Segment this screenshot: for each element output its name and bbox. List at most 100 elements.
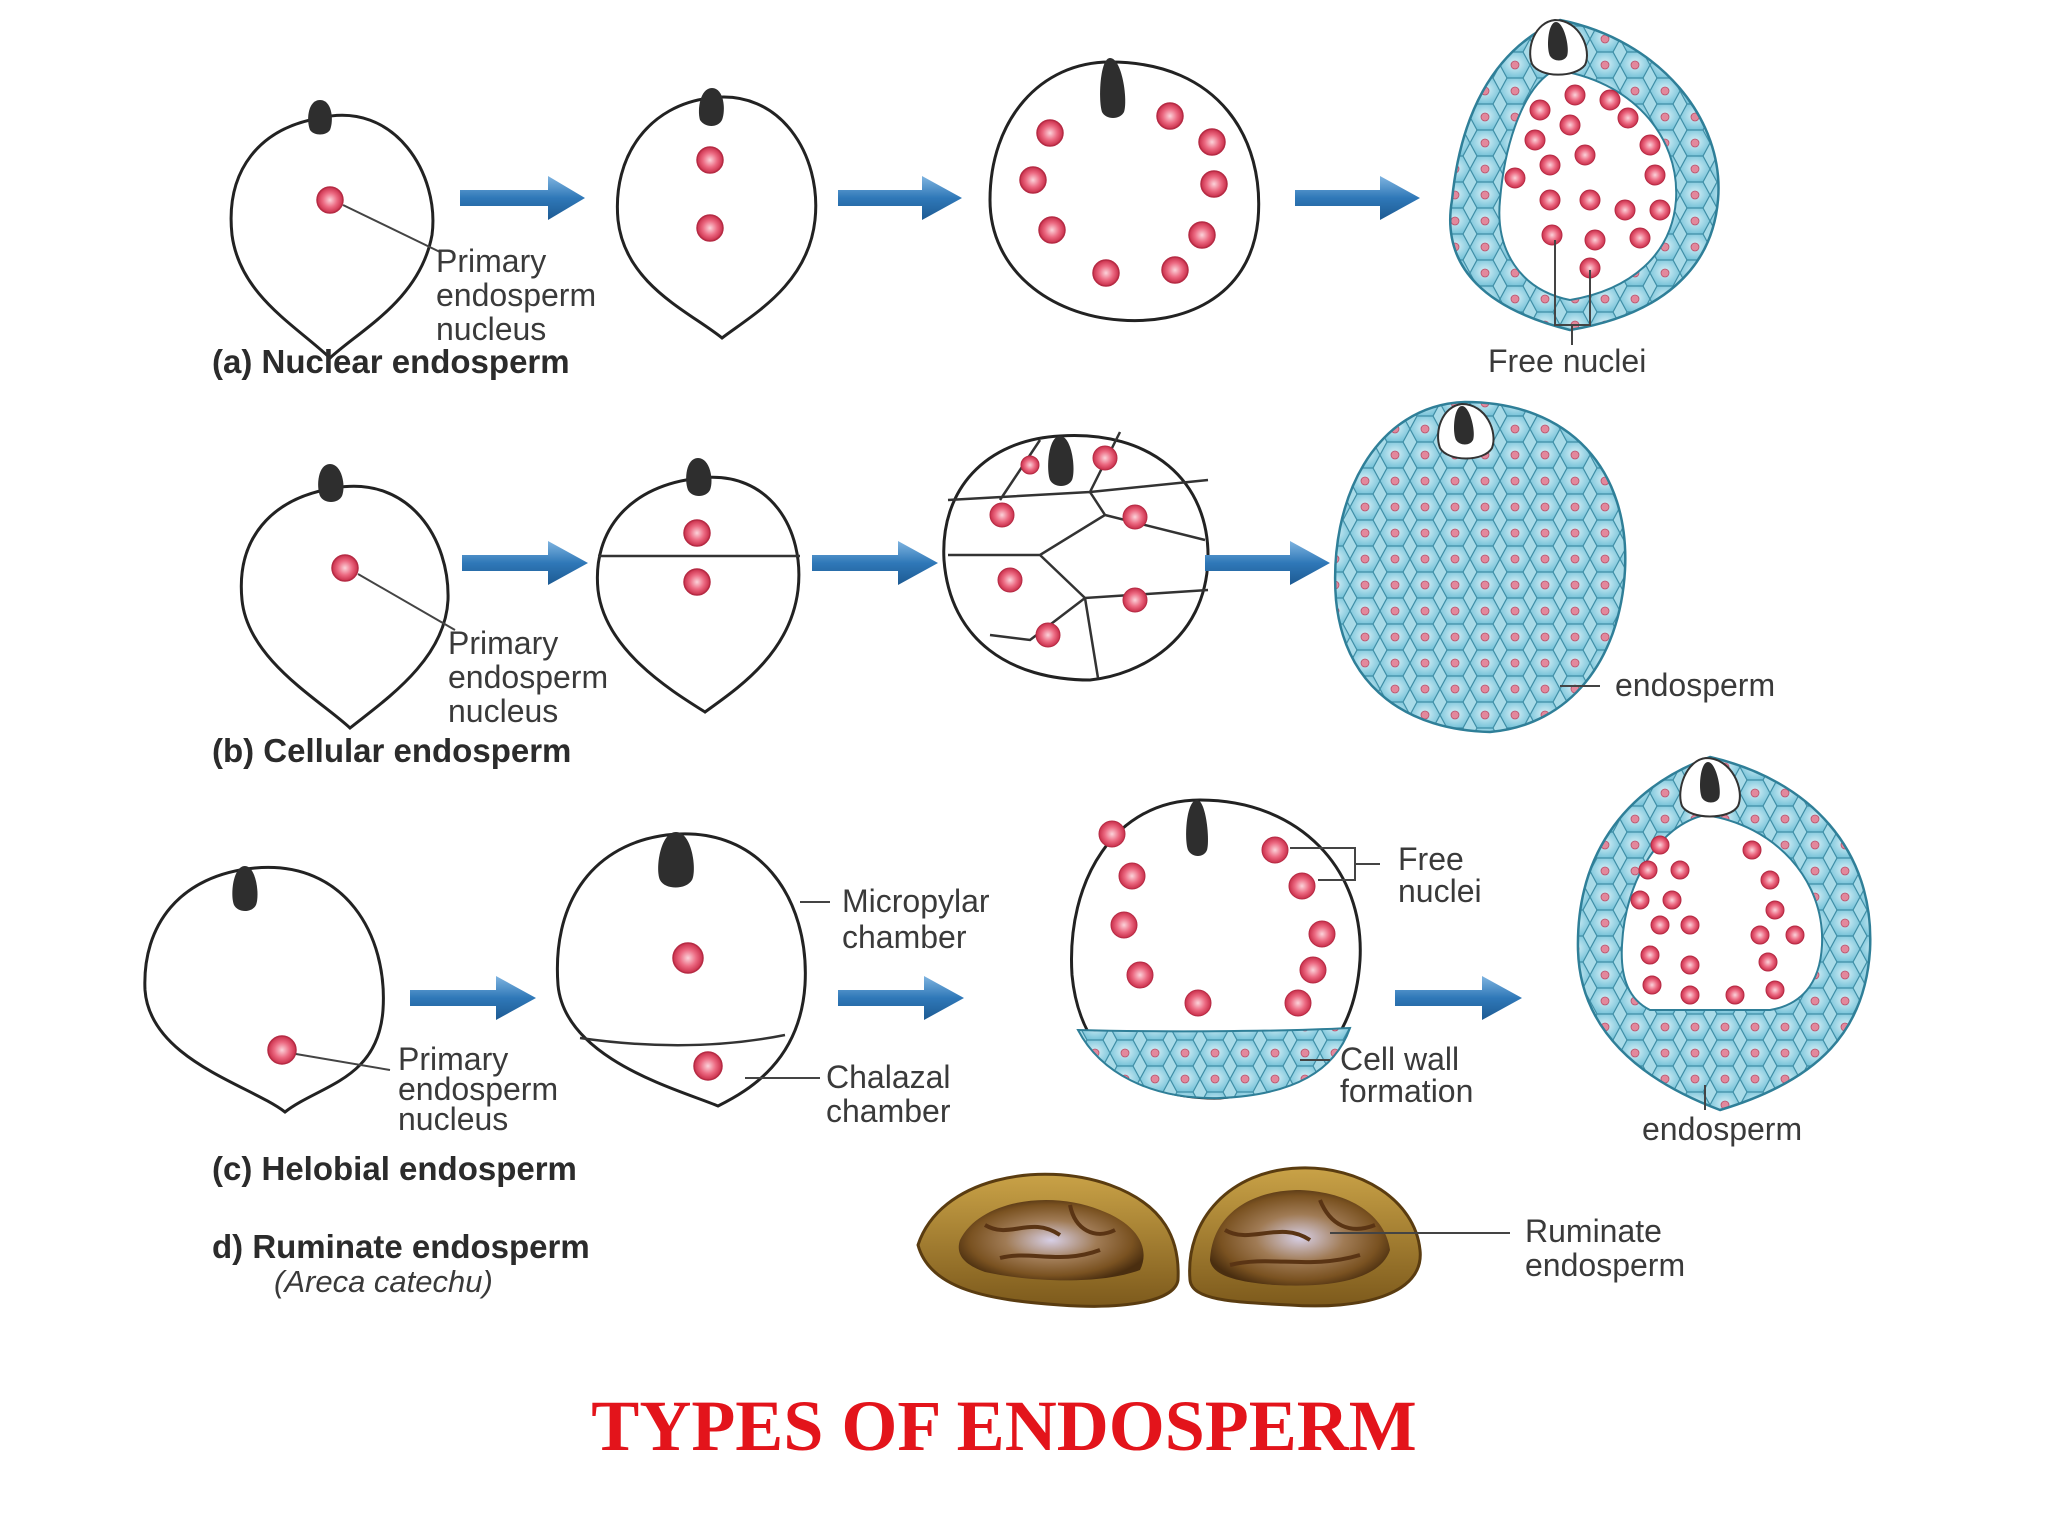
nucleus — [1650, 835, 1670, 855]
endosperm-label: endosperm — [1642, 1111, 1802, 1147]
nucleus — [1288, 872, 1316, 900]
nucleus — [1617, 107, 1639, 129]
chamber-wall — [579, 1033, 786, 1047]
nucleus — [1161, 256, 1189, 284]
cellular-endosperm-sac — [1333, 400, 1627, 734]
nucleus — [672, 942, 704, 974]
primary-label-3: nucleus — [436, 311, 546, 347]
nucleus — [1559, 114, 1581, 136]
primary-endosperm-nucleus — [267, 1035, 297, 1065]
egg-apparatus-icon — [686, 458, 712, 496]
nucleus — [989, 502, 1015, 528]
nucleus — [1574, 144, 1596, 166]
caption-nuclear: (a) Nuclear endosperm — [212, 343, 570, 380]
egg-apparatus-icon — [698, 88, 724, 126]
nucleus — [1758, 952, 1778, 972]
nucleus — [1126, 961, 1154, 989]
free-nuclei-label-2: nuclei — [1398, 873, 1482, 909]
egg-apparatus-icon — [658, 832, 694, 888]
primary-label-1: Primary — [448, 625, 558, 661]
nucleus — [1035, 622, 1061, 648]
arrow-icon — [460, 176, 585, 220]
nucleus — [1541, 224, 1563, 246]
free-nuclei-bracket — [1554, 240, 1591, 345]
nucleus — [1630, 890, 1650, 910]
nucleus — [1038, 216, 1066, 244]
nucleus — [1579, 189, 1601, 211]
main-title: TYPES OF ENDOSPERM — [591, 1386, 1416, 1466]
egg-apparatus-icon — [1100, 58, 1126, 118]
arrow-icon — [1205, 541, 1330, 585]
arrow-icon — [1395, 976, 1522, 1020]
nucleus — [1184, 989, 1212, 1017]
primary-label-1: Primary — [398, 1041, 508, 1077]
free-nuclei-ring — [1019, 102, 1228, 287]
row-ruminate: d) Ruminate endosperm (Areca catechu) Ru… — [212, 1166, 1685, 1308]
free-nuclei-label-1: Free — [1398, 841, 1464, 877]
primary-label-2: endosperm — [436, 277, 596, 313]
ruminate-label-1: Ruminate — [1525, 1213, 1662, 1249]
cell-wall-label-1: Cell wall — [1340, 1041, 1459, 1077]
nucleus — [1110, 911, 1138, 939]
nucleus — [1680, 985, 1700, 1005]
nucleus — [1662, 890, 1682, 910]
nucleus — [1122, 587, 1148, 613]
free-nuclei-cluster — [1630, 835, 1805, 1005]
nucleus — [1188, 221, 1216, 249]
nucleus — [1650, 915, 1670, 935]
chalazal-cells — [1076, 1026, 1352, 1100]
arrow-icon — [462, 541, 588, 585]
egg-apparatus-icon — [1048, 436, 1074, 486]
cell-wall-label-2: formation — [1340, 1073, 1473, 1109]
nucleus — [1098, 820, 1126, 848]
species-name: (Areca catechu) — [274, 1264, 493, 1299]
chalazal-label-1: Chalazal — [826, 1059, 951, 1095]
nucleus — [683, 568, 711, 596]
nucleus — [1750, 925, 1770, 945]
nucleus — [1760, 870, 1780, 890]
nucleus — [696, 214, 724, 242]
caption-helobial: (c) Helobial endosperm — [212, 1150, 577, 1187]
chalazal-label-2: chamber — [826, 1093, 951, 1129]
leader-line — [357, 573, 456, 631]
nucleus — [1539, 154, 1561, 176]
nucleus — [997, 567, 1023, 593]
primary-label-3: nucleus — [448, 693, 558, 729]
micropylar-label-2: chamber — [842, 919, 967, 955]
nucleus — [1680, 915, 1700, 935]
embryo-sac — [143, 865, 385, 1114]
nucleus — [1539, 189, 1561, 211]
micropylar-label-1: Micropylar — [842, 883, 990, 919]
egg-apparatus-icon — [1454, 406, 1474, 445]
nucleus — [1036, 119, 1064, 147]
primary-label-2: endosperm — [398, 1071, 558, 1107]
arrow-icon — [838, 176, 962, 220]
nucleus — [1742, 840, 1762, 860]
nucleus — [1299, 956, 1327, 984]
nucleus — [1308, 920, 1336, 948]
nucleus — [1122, 504, 1148, 530]
arrow-icon — [838, 976, 964, 1020]
nucleus — [1765, 980, 1785, 1000]
nucleus — [1284, 989, 1312, 1017]
row-cellular: Primary endosperm nucleus endosperm (b) … — [212, 400, 1775, 769]
egg-apparatus-icon — [1186, 800, 1208, 856]
primary-label-1: Primary — [436, 243, 546, 279]
nucleus — [1261, 836, 1289, 864]
primary-endosperm-nucleus — [316, 186, 344, 214]
nucleus — [1118, 862, 1146, 890]
nucleus — [1156, 102, 1184, 130]
nucleus — [1680, 955, 1700, 975]
nucleus — [1638, 860, 1658, 880]
arrow-icon — [410, 976, 536, 1020]
nucleus — [1765, 900, 1785, 920]
embryo-sac — [229, 113, 435, 361]
nucleus — [1198, 128, 1226, 156]
nucleus — [1642, 975, 1662, 995]
endosperm-label: endosperm — [1615, 667, 1775, 703]
nucleus — [1614, 199, 1636, 221]
embryo-sac — [942, 434, 1210, 682]
nucleus — [1020, 455, 1040, 475]
nucleus — [1649, 199, 1671, 221]
